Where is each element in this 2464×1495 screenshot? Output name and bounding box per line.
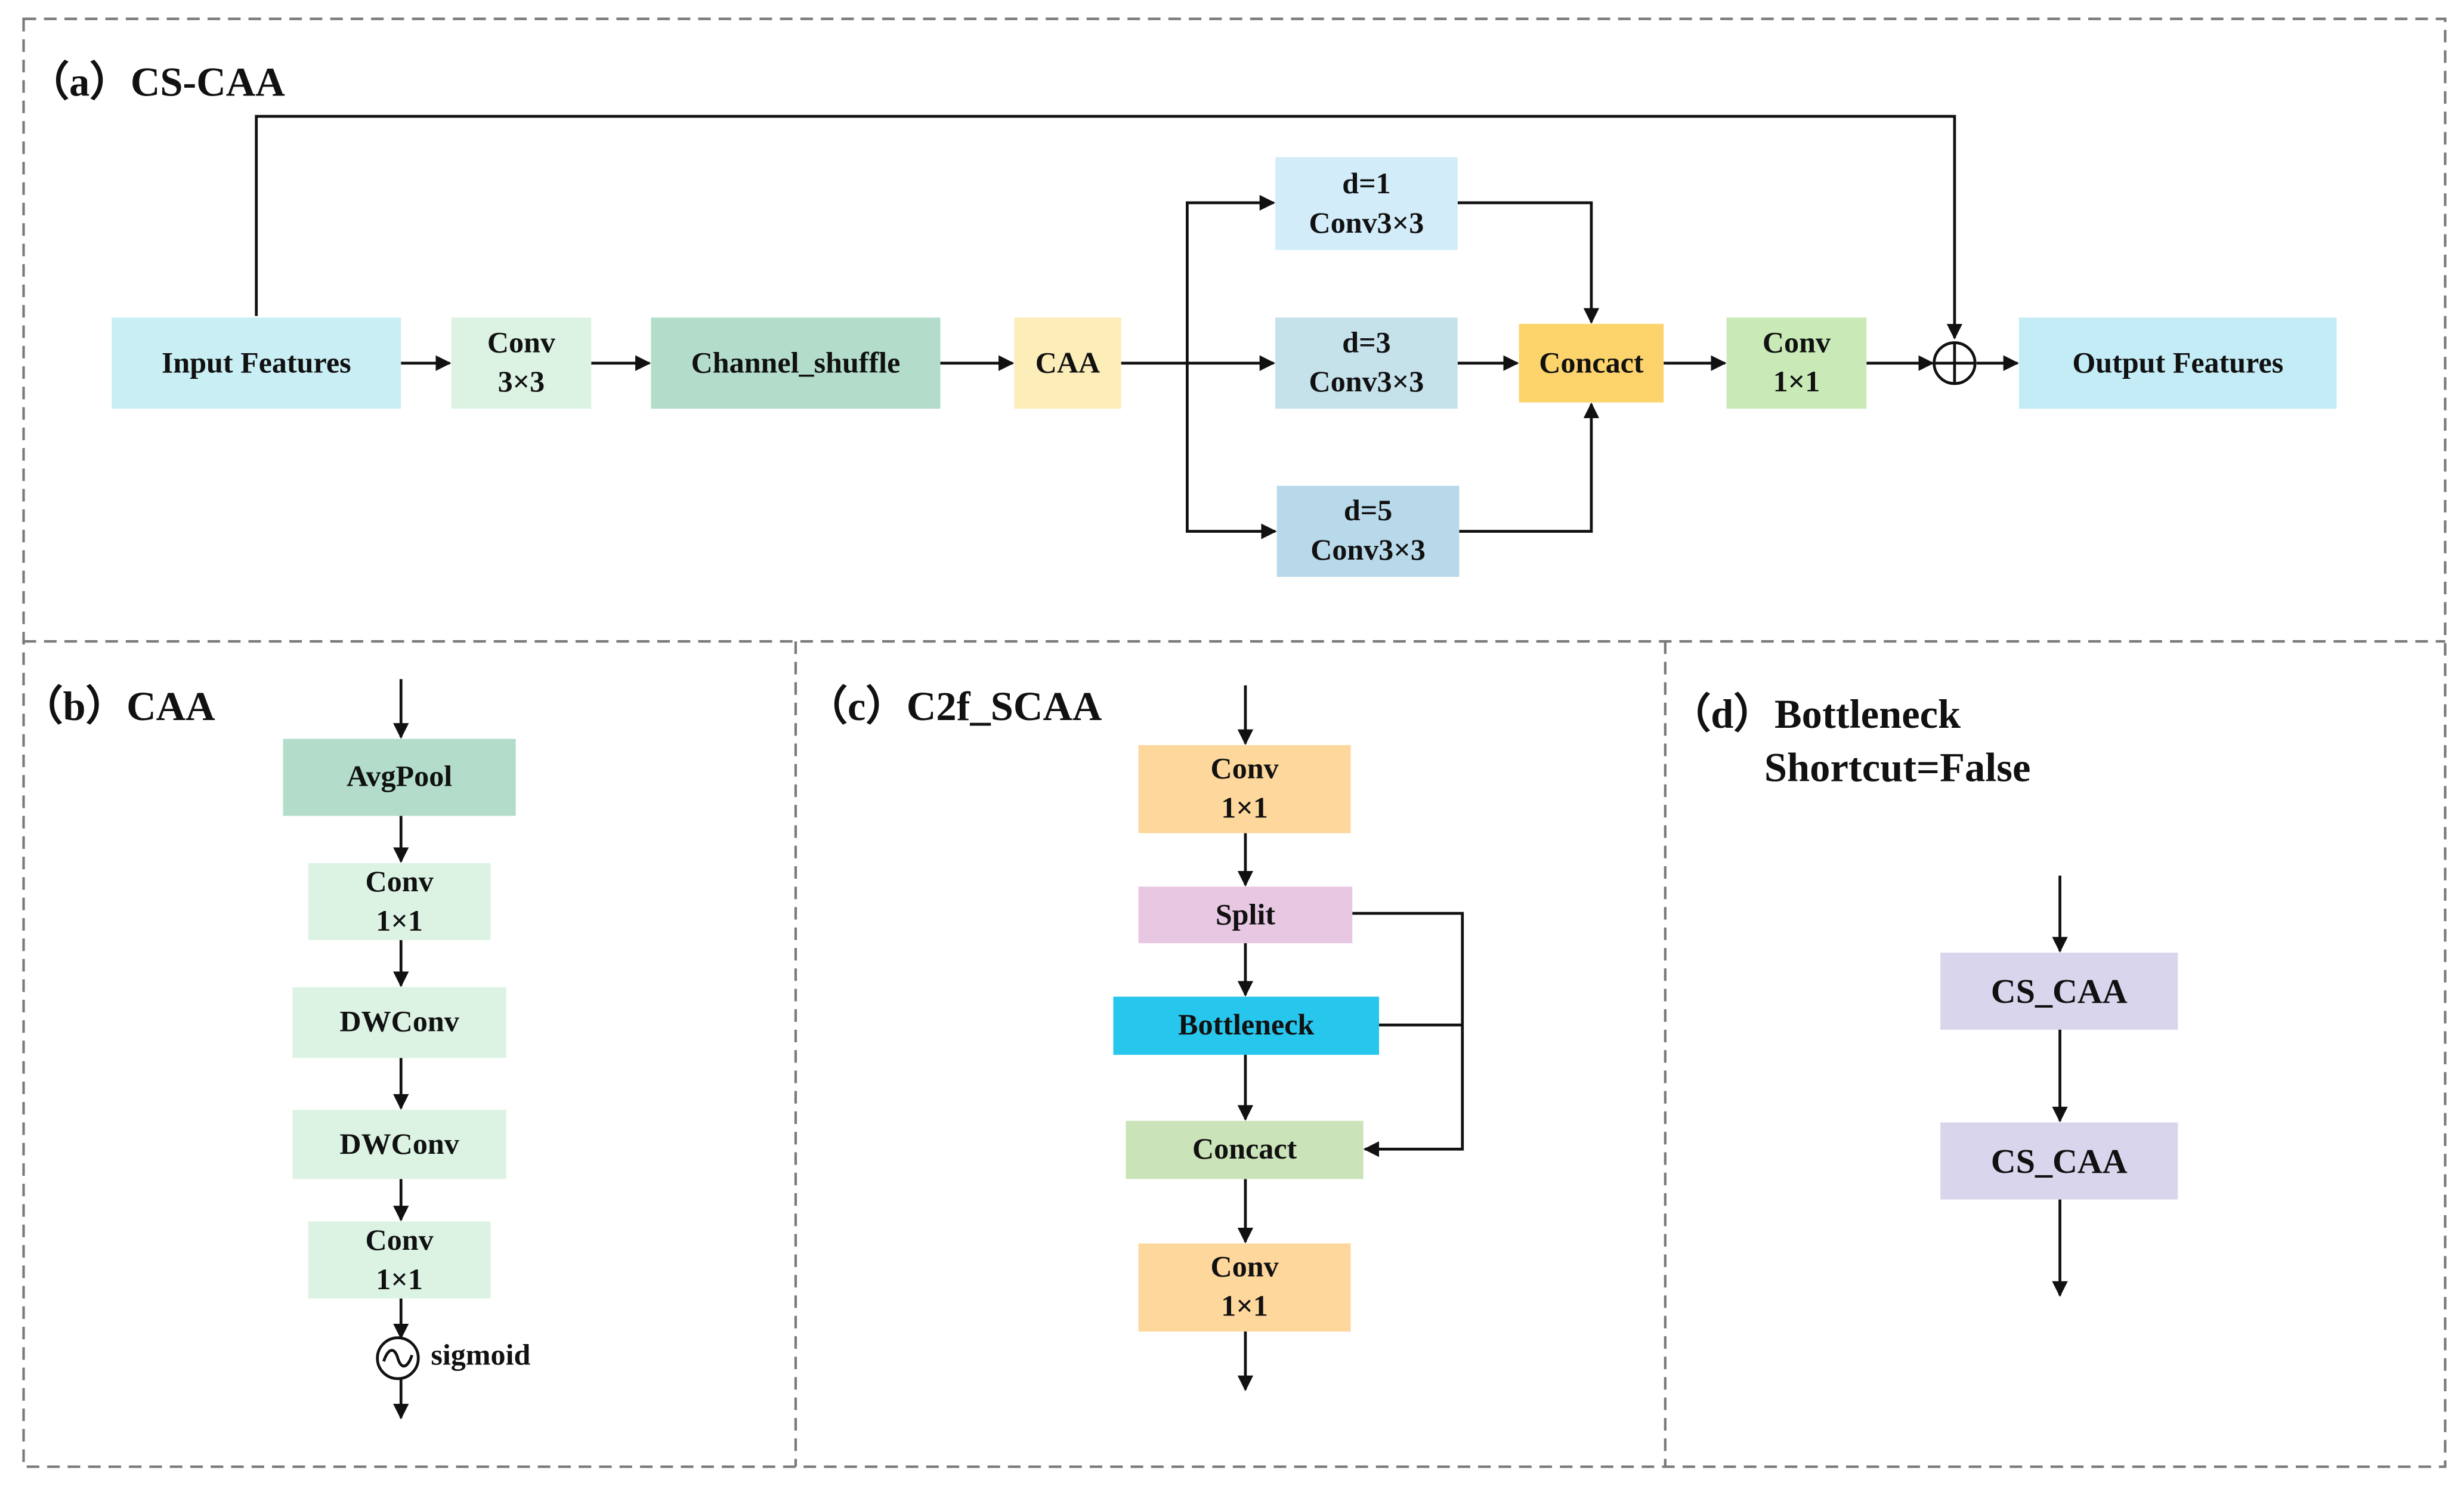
c-concat-box: Concact <box>1126 1120 1364 1179</box>
c-conv2-label-top: Conv <box>1210 1251 1279 1284</box>
panel-c-title: （c）C2f_SCAA <box>806 684 1102 730</box>
bottleneck-label: Bottleneck <box>1178 1009 1315 1043</box>
concat-box: Concact <box>1519 323 1664 403</box>
arrow-branch-to-d5 <box>1186 363 1277 539</box>
channel-shuffle-box: Channel_shuffle <box>651 317 941 409</box>
cs-caa-box-2: CS_CAA <box>1940 1122 2178 1200</box>
add-symbol <box>1933 341 1977 385</box>
skip-connection-line <box>255 115 1963 340</box>
caa-label: CAA <box>1035 347 1100 380</box>
split-label: Split <box>1215 898 1276 932</box>
d3-label-top: d=3 <box>1342 327 1391 360</box>
cs-caa-box-1: CS_CAA <box>1940 952 2178 1030</box>
conv1x1-label-bottom: 1×1 <box>1773 366 1820 400</box>
d5-label-top: d=5 <box>1343 495 1393 529</box>
input-features-box: Input Features <box>112 317 401 409</box>
arrow-c-split-to-concat <box>1352 912 1464 1157</box>
b-conv1-box: Conv 1×1 <box>308 863 491 940</box>
avgpool-box: AvgPool <box>283 739 516 816</box>
conv3x3-box: Conv 3×3 <box>451 317 592 409</box>
b-conv2-label-bottom: 1×1 <box>376 1263 423 1296</box>
output-features-box: Output Features <box>2019 317 2337 409</box>
c-conv2-label-bottom: 1×1 <box>1221 1290 1268 1324</box>
b-conv1-label-bottom: 1×1 <box>376 904 423 938</box>
arrow-d1-to-concat <box>1457 201 1600 324</box>
b-conv2-box: Conv 1×1 <box>308 1221 491 1299</box>
arrow-branch-to-d1 <box>1186 194 1276 363</box>
dilated-conv-d3-box: d=3 Conv3×3 <box>1275 317 1458 409</box>
d1-label-bottom: Conv3×3 <box>1309 206 1424 240</box>
panel-d-title-line2: Shortcut=False <box>1764 745 2031 791</box>
panel-borders <box>22 17 2447 1468</box>
dwconv2-box: DWConv <box>292 1110 506 1179</box>
c-conv1-label-bottom: 1×1 <box>1221 792 1268 826</box>
panel-d-title-line1: （d）Bottleneck <box>1670 691 1961 737</box>
c-conv2-box: Conv 1×1 <box>1138 1243 1351 1332</box>
split-box: Split <box>1138 887 1353 944</box>
c-conv1-label-top: Conv <box>1210 753 1279 786</box>
d1-label-top: d=1 <box>1342 167 1391 200</box>
cs-caa-1-label: CS_CAA <box>1990 971 2128 1011</box>
conv1x1-label-top: Conv <box>1762 327 1831 360</box>
channel-shuffle-label: Channel_shuffle <box>691 347 901 380</box>
bottleneck-box: Bottleneck <box>1113 996 1380 1055</box>
output-features-label: Output Features <box>2072 347 2284 380</box>
avgpool-label: AvgPool <box>347 761 453 794</box>
concat-label: Concact <box>1539 347 1644 380</box>
dilated-conv-d5-box: d=5 Conv3×3 <box>1276 486 1460 577</box>
c-conv1-box: Conv 1×1 <box>1138 745 1351 833</box>
sigmoid-icon <box>376 1336 420 1380</box>
caa-box: CAA <box>1014 317 1121 409</box>
dwconv1-label: DWConv <box>339 1006 459 1039</box>
conv1x1-box: Conv 1×1 <box>1726 317 1867 409</box>
sigmoid-label: sigmoid <box>431 1339 531 1373</box>
conv3x3-label-bottom: 3×3 <box>497 366 545 400</box>
panel-a-title: （a）CS-CAA <box>28 60 285 106</box>
d3-label-bottom: Conv3×3 <box>1309 366 1424 400</box>
panel-b-title: （b）CAA <box>21 684 215 730</box>
dwconv2-label: DWConv <box>339 1128 459 1162</box>
dwconv1-box: DWConv <box>292 987 506 1058</box>
d5-label-bottom: Conv3×3 <box>1310 534 1426 568</box>
b-conv2-label-top: Conv <box>365 1224 434 1257</box>
dilated-conv-d1-box: d=1 Conv3×3 <box>1275 157 1458 250</box>
c-concat-label: Concact <box>1192 1133 1297 1167</box>
b-conv1-label-top: Conv <box>365 865 434 898</box>
cs-caa-2-label: CS_CAA <box>1990 1141 2128 1181</box>
arrow-d5-to-concat <box>1459 402 1600 533</box>
input-features-label: Input Features <box>161 347 351 380</box>
conv3x3-label-top: Conv <box>487 327 555 360</box>
